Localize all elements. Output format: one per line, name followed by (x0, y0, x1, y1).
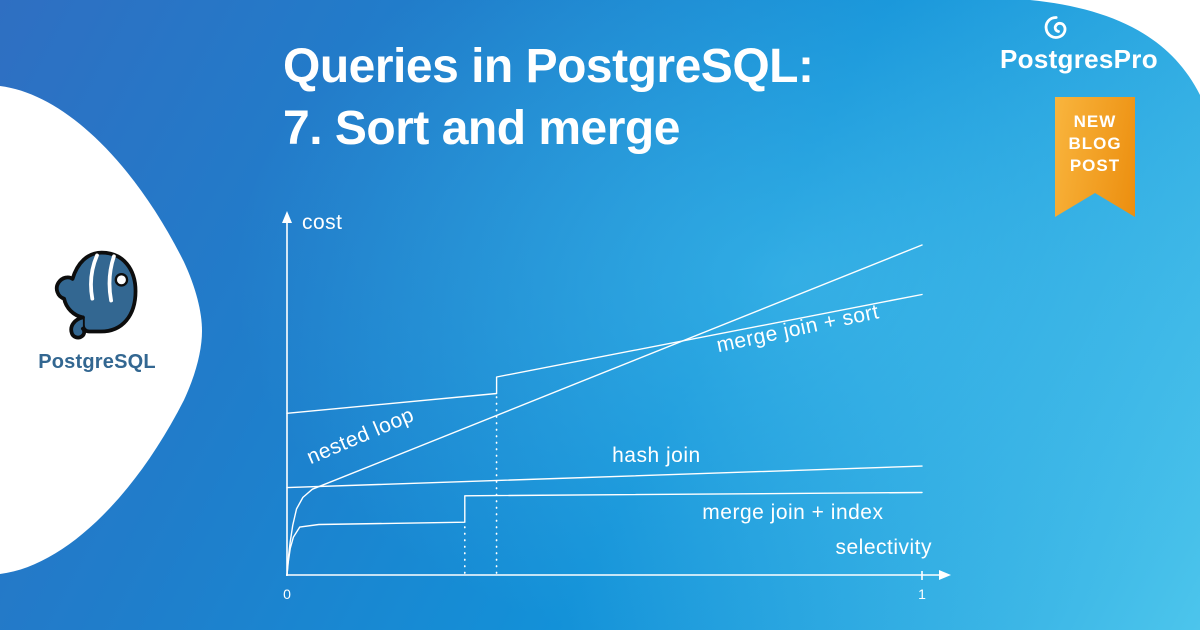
x-axis-arrow (939, 570, 951, 580)
new-blog-post-ribbon: NEW BLOG POST (1055, 97, 1135, 217)
series-line-merge-join-sort (286, 293, 923, 415)
series-label-merge-join-sort: merge join + sort (714, 300, 881, 357)
page-title-line-2: 7. Sort and merge (283, 102, 680, 155)
series-label-merge-join-index: merge join + index (702, 501, 883, 524)
postgresql-label: PostgreSQL (38, 351, 156, 373)
series-line-hash-join (286, 465, 923, 489)
ribbon-line: POST (1069, 156, 1121, 175)
elephant-icon (54, 250, 138, 340)
top-right-corner-shape (1030, 0, 1200, 95)
ribbon-line: NEW (1073, 112, 1117, 131)
postgrespro-logo: PostgresPro (1000, 16, 1158, 75)
y-axis-label: cost (302, 211, 343, 234)
x-tick-label: 1 (918, 586, 926, 602)
chart-series: nested loop merge join + sort hash join mer… (286, 244, 923, 576)
elephant-ear-icon (1044, 16, 1067, 39)
postgrespro-logo-text: PostgresPro (1000, 44, 1158, 74)
page-title: Queries in PostgreSQL: 7. Sort and merge (283, 36, 814, 160)
y-axis-arrow (282, 211, 292, 223)
x-axis-label: selectivity (835, 536, 932, 559)
x-tick-label: 0 (283, 586, 291, 602)
postgresql-badge: PostgreSQL (24, 246, 170, 374)
ribbon-line: BLOG (1068, 134, 1122, 153)
series-line-merge-join-index (286, 491, 923, 576)
page-title-line-1: Queries in PostgreSQL: (283, 40, 814, 93)
series-label-nested-loop: nested loop (303, 403, 417, 469)
series-label-hash-join: hash join (612, 444, 701, 467)
series-line-nested-loop (286, 244, 923, 576)
